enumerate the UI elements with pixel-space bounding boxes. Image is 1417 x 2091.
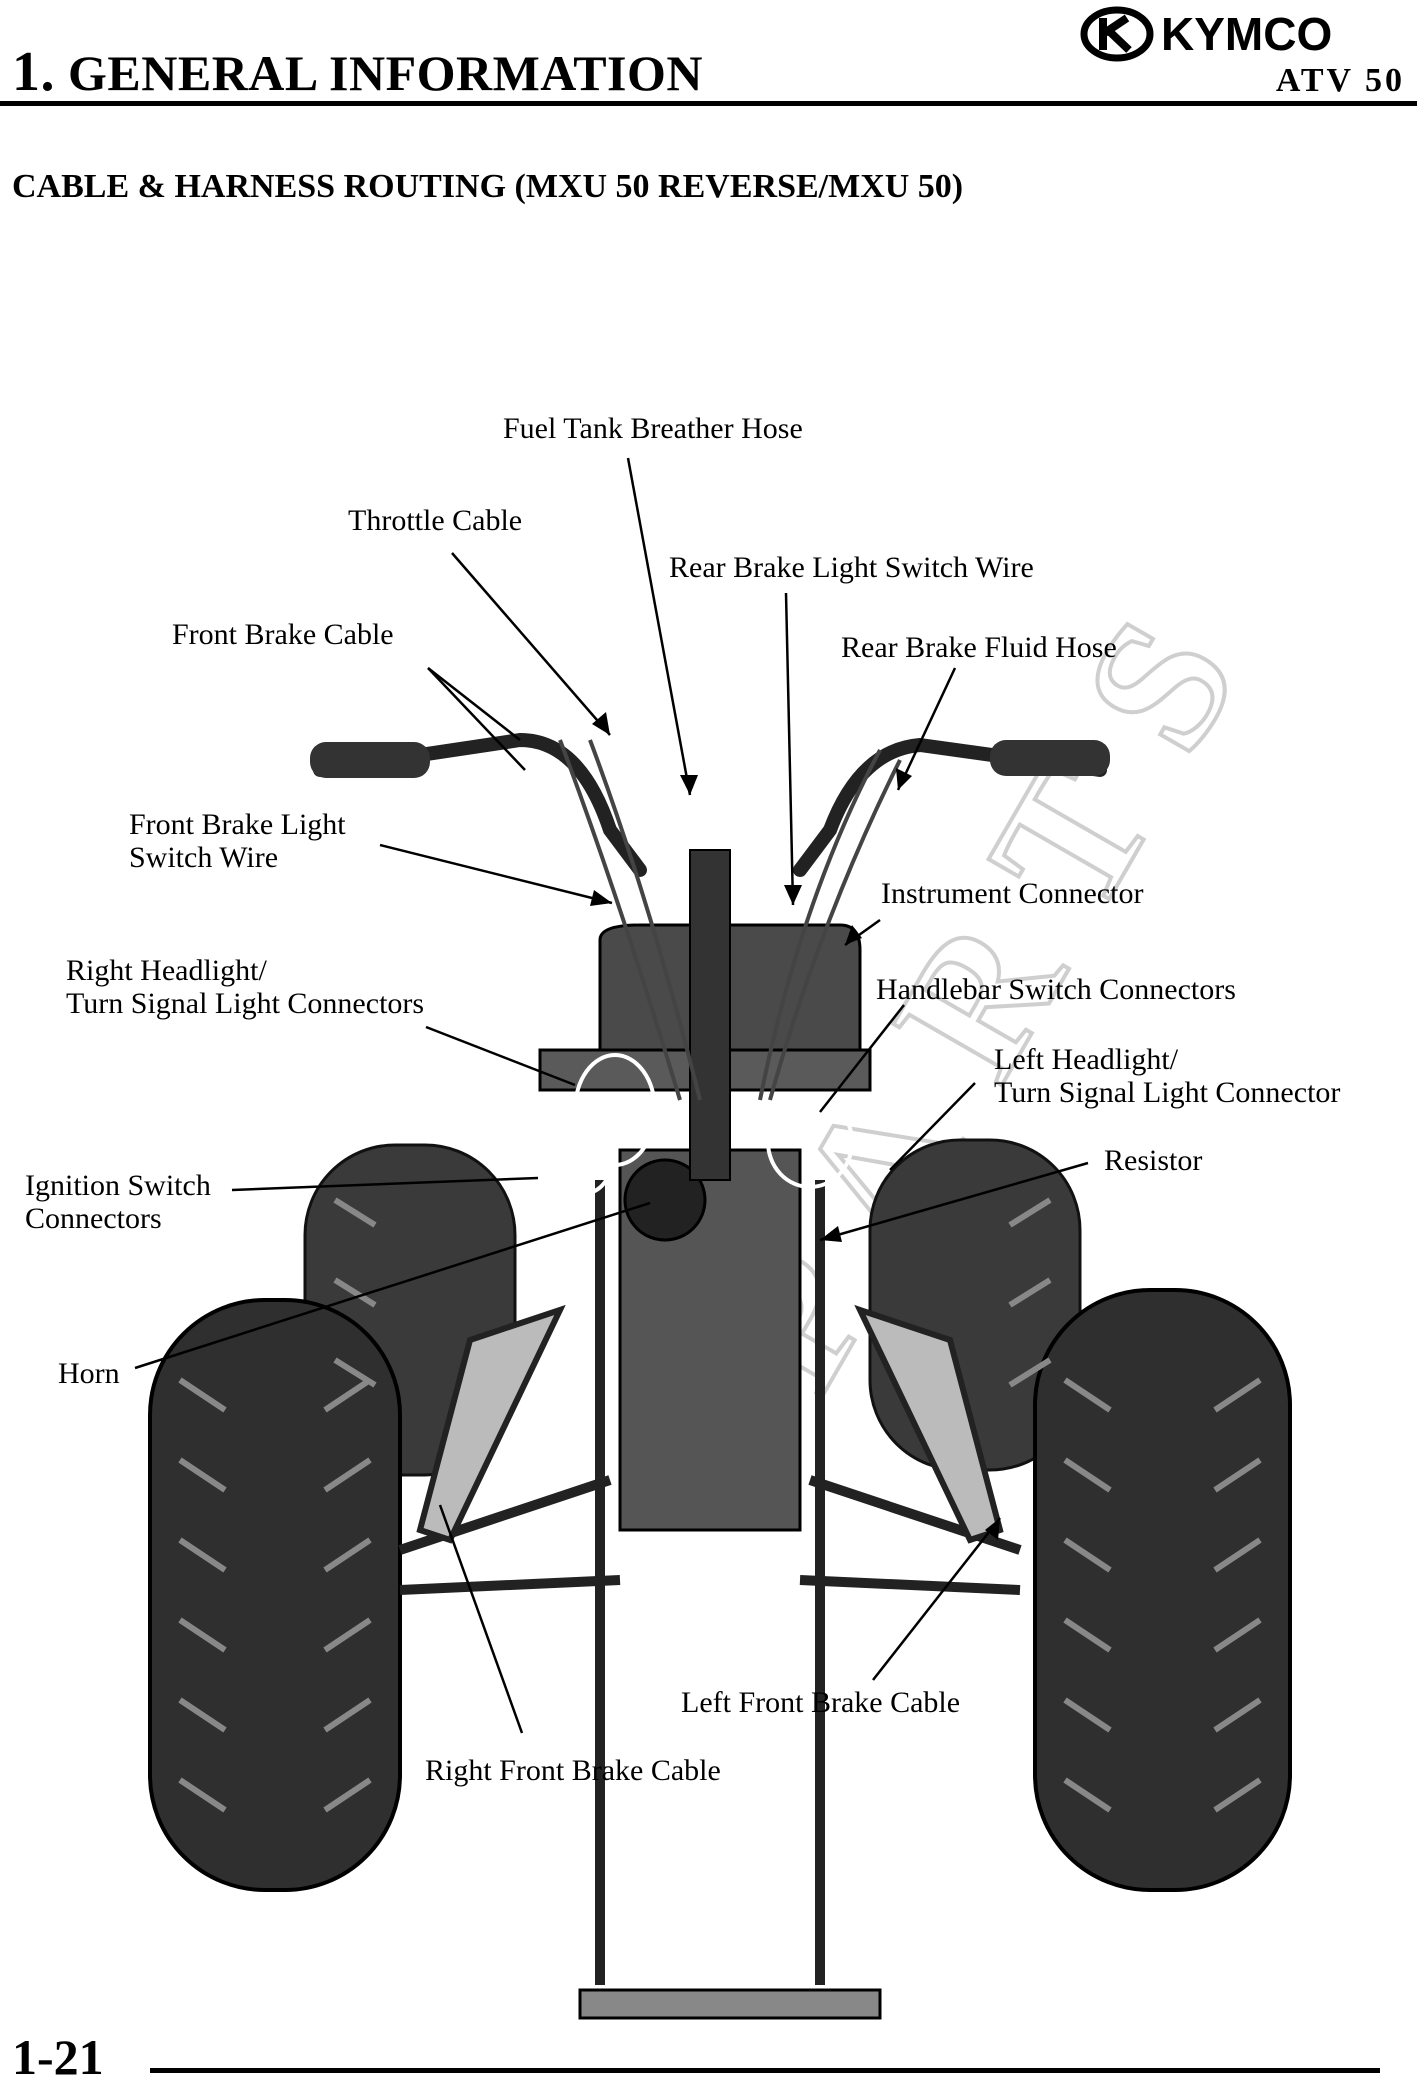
leader-lines <box>134 457 1089 1734</box>
kymco-logo: KYMCO <box>1080 6 1332 62</box>
label-horn: Horn <box>58 1357 120 1390</box>
chapter-number: 1. <box>12 41 55 103</box>
label-fuel-tank-breather-hose: Fuel Tank Breather Hose <box>503 412 803 445</box>
connector-highlight-circles <box>552 1053 854 1196</box>
shock-absorbers <box>416 1304 1004 1544</box>
label-left-headlight-connector: Left Headlight/ Turn Signal Light Connec… <box>994 1043 1341 1109</box>
chapter-title: GENERAL INFORMATION <box>68 45 704 101</box>
label-throttle-cable: Throttle Cable <box>348 504 523 537</box>
cable-bundle <box>558 739 902 1101</box>
handlebar <box>313 732 1107 877</box>
brand-text: KYMCO <box>1161 8 1332 60</box>
label-right-front-brake-cable: Right Front Brake Cable <box>425 1754 721 1787</box>
section-title: CABLE & HARNESS ROUTING (MXU 50 REVERSE/… <box>12 168 964 205</box>
label-right-headlight-connectors: Right Headlight/ Turn Signal Light Conne… <box>66 954 425 1020</box>
tire-treads <box>178 1197 1262 1813</box>
steering-stem <box>689 849 731 1181</box>
model-label: ATV 50 <box>1275 62 1405 99</box>
label-front-brake-cable: Front Brake Cable <box>172 618 394 651</box>
header-rule <box>0 101 1417 106</box>
label-instrument-connector: Instrument Connector <box>881 877 1144 910</box>
grips <box>310 740 1110 778</box>
front-tires <box>148 1288 1292 1892</box>
horn-shape <box>623 1158 707 1242</box>
label-handlebar-switch-connectors: Handlebar Switch Connectors <box>876 973 1236 1006</box>
label-rear-brake-light-switch-wire: Rear Brake Light Switch Wire <box>669 551 1034 584</box>
label-front-brake-light-switch-wire: Front Brake Light Switch Wire <box>129 808 346 874</box>
arrowheads <box>590 712 1000 1540</box>
chapter-heading: 1. GENERAL INFORMATION <box>12 40 703 104</box>
page-number: 1-21 <box>12 2029 104 2085</box>
footer-rule <box>150 2068 1380 2073</box>
label-left-front-brake-cable: Left Front Brake Cable <box>681 1686 961 1719</box>
label-rear-brake-fluid-hose: Rear Brake Fluid Hose <box>841 631 1117 664</box>
label-ignition-switch-connectors: Ignition Switch Connectors <box>25 1169 211 1235</box>
label-resistor: Resistor <box>1104 1144 1203 1177</box>
frame-tubes <box>398 1180 1022 1985</box>
